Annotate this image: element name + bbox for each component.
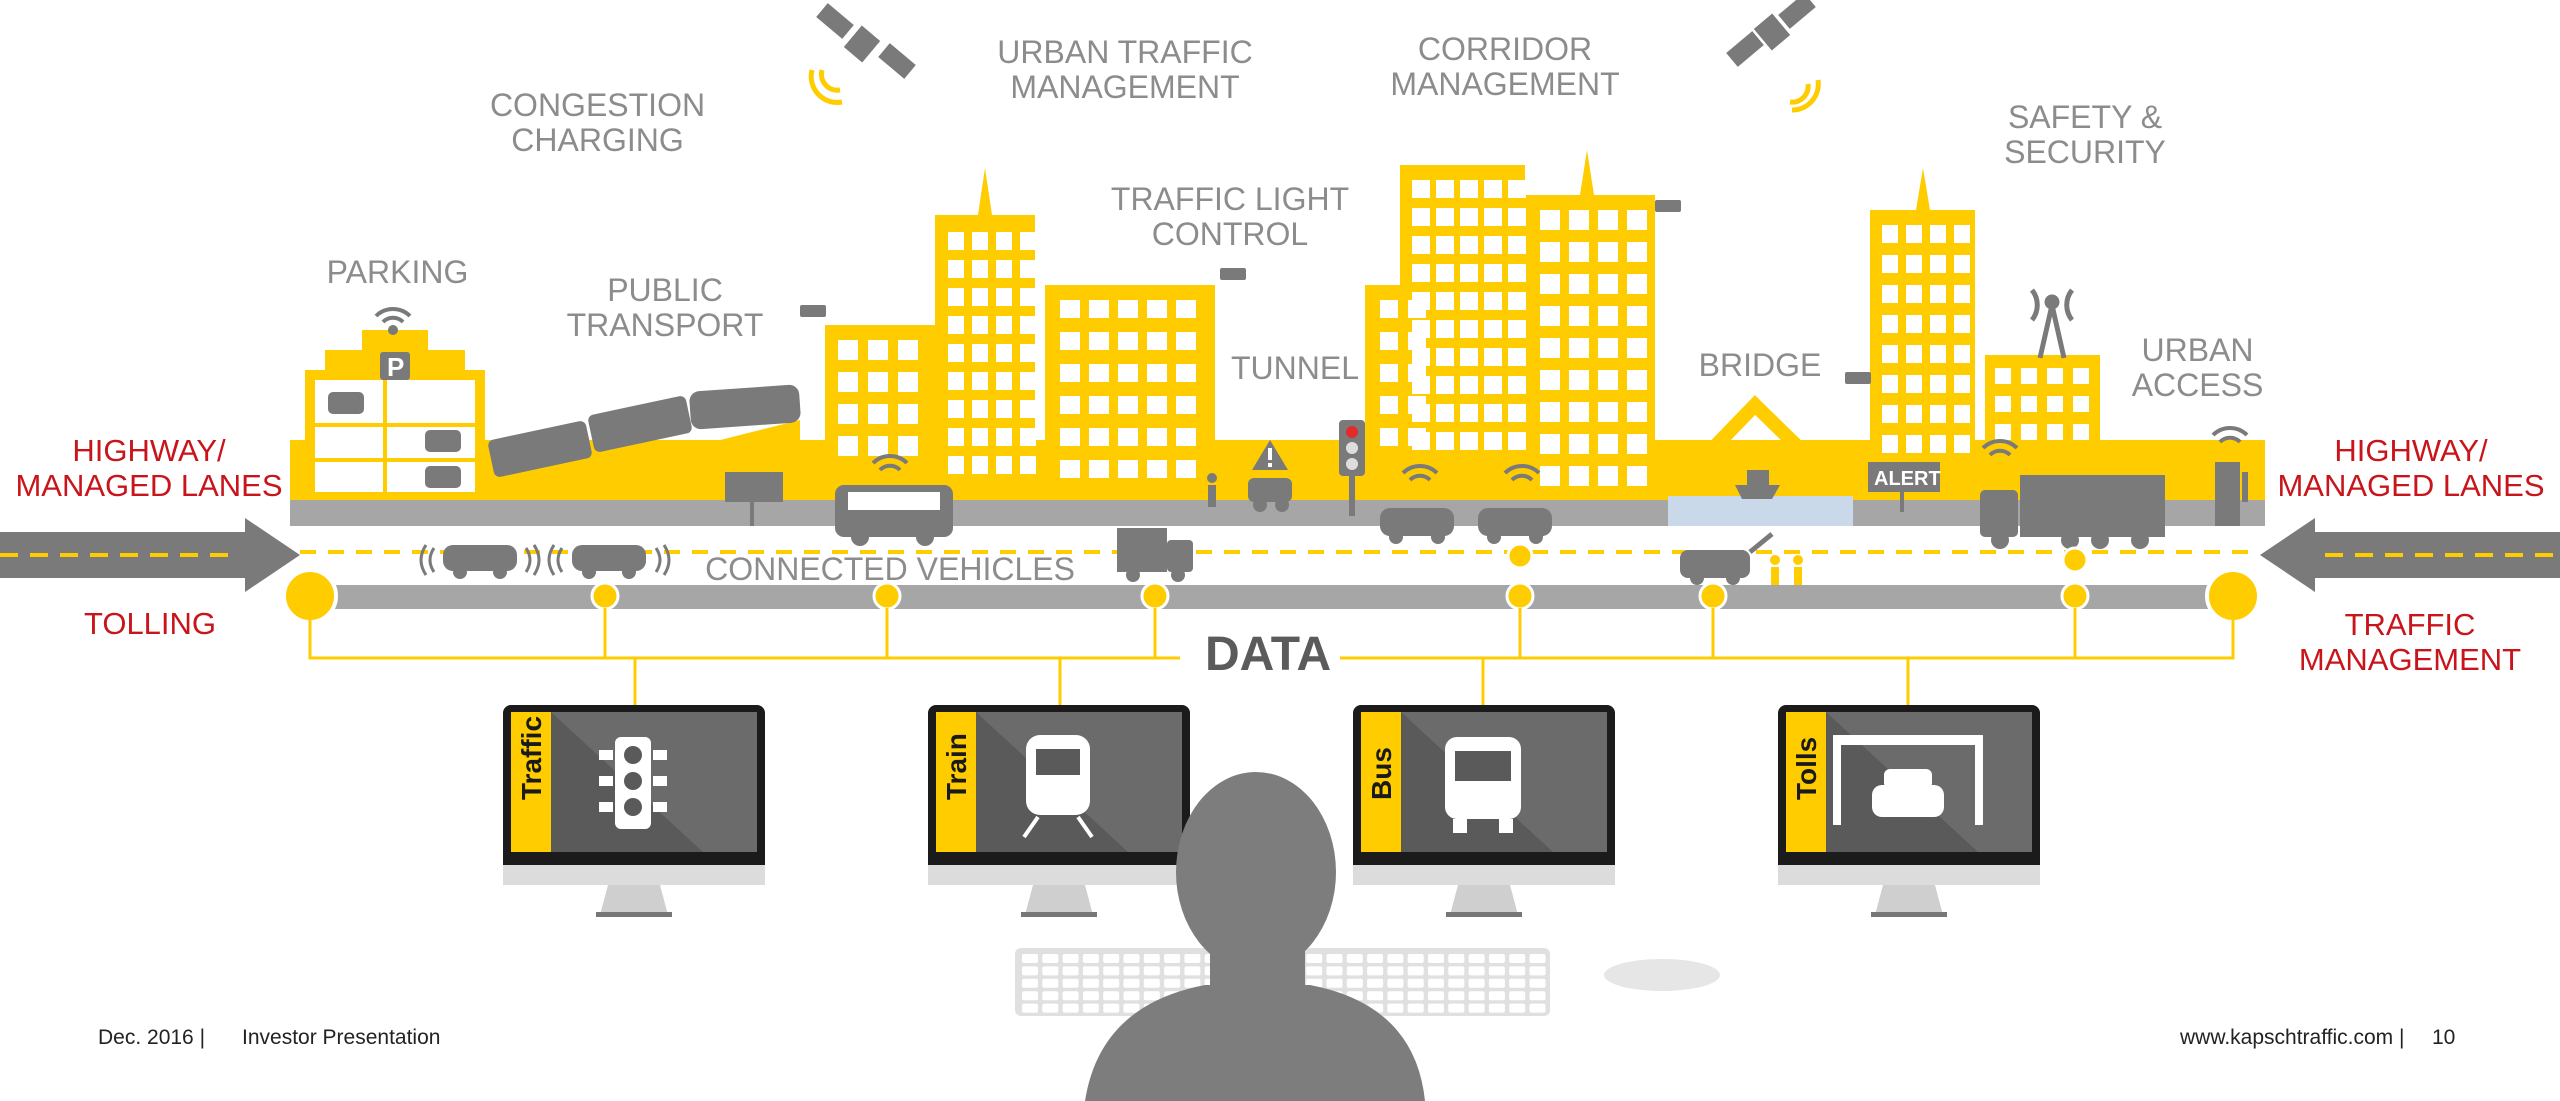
monitor-bus: Bus <box>1353 705 1615 917</box>
footer-url: www.kapschtraffic.com | <box>2180 1026 2405 1049</box>
train-icon <box>1022 735 1094 839</box>
data-bus <box>310 585 2245 609</box>
bus-icon <box>1445 737 1521 833</box>
label-traffic-management: TRAFFIC MANAGEMENT <box>2298 607 2522 677</box>
data-node <box>590 581 620 611</box>
label-traffic-light-control: TRAFFIC LIGHT CONTROL <box>1110 181 1350 252</box>
truck <box>1980 475 2165 549</box>
monitor-train: Train <box>928 705 1190 917</box>
highway-arrow-left <box>0 518 300 592</box>
label-data: DATA <box>1205 628 1332 681</box>
tow-truck-car <box>1680 532 1774 585</box>
alert-sign: ALERT <box>1868 462 1941 512</box>
car <box>1380 508 1552 544</box>
camera-icon <box>800 200 1871 384</box>
footer-title: Investor Presentation <box>242 1026 441 1049</box>
toll-gantry-car-icon <box>1833 735 1983 825</box>
warning-sign-icon <box>1252 440 1288 470</box>
parking-garage: P <box>305 330 485 498</box>
footer-date: Dec. 2016 | <box>98 1026 206 1049</box>
radio-tower-icon <box>2029 288 2075 359</box>
monitor-label: Tolls <box>1791 737 1822 800</box>
monitor-label: Traffic <box>516 716 547 800</box>
monitor-label: Train <box>941 733 972 800</box>
highway-arrow-right <box>2260 518 2560 592</box>
data-node-large <box>282 568 338 624</box>
svg-text:ALERT: ALERT <box>1874 468 1941 490</box>
building-windows <box>838 180 2089 486</box>
label-public-transport: PUBLIC TRANSPORT <box>566 272 764 343</box>
label-parking: PARKING <box>326 254 469 290</box>
label-tolling: TOLLING <box>83 606 217 641</box>
data-node <box>1505 581 1535 611</box>
monitor-label: Bus <box>1366 747 1397 800</box>
label-connected-vehicles: CONNECTED VEHICLES <box>705 551 1075 587</box>
label-safety-security: SAFETY & SECURITY <box>2004 99 2166 170</box>
accident-car <box>1248 478 1292 512</box>
label-highway-right: HIGHWAY/ MANAGED LANES <box>2277 433 2545 503</box>
delivery-van <box>1117 528 1193 582</box>
bus <box>835 485 953 546</box>
toll-gantry <box>725 472 783 526</box>
mouse <box>1604 959 1720 991</box>
building-cluster-right <box>1870 168 2100 500</box>
wifi-icon <box>1401 425 2249 482</box>
data-nodes <box>282 542 2261 624</box>
access-kiosk <box>2215 462 2248 526</box>
satellite-icon <box>1726 0 1821 113</box>
satellite-icon <box>808 3 916 105</box>
label-congestion-charging: CONGESTION CHARGING <box>489 87 706 158</box>
connected-car <box>443 545 646 579</box>
label-highway-left: HIGHWAY/ MANAGED LANES <box>15 433 283 503</box>
label-tunnel: TUNNEL <box>1230 350 1359 386</box>
data-bracket <box>308 608 2235 705</box>
data-node-large <box>2205 568 2261 624</box>
data-node <box>1698 581 1728 611</box>
data-node <box>1506 542 1534 570</box>
wifi-icon <box>374 306 412 335</box>
person-silhouette <box>1085 772 1425 1101</box>
train-on-ramp <box>488 384 801 498</box>
traffic-light-icon <box>599 737 667 829</box>
monitor-traffic: Traffic <box>503 705 765 917</box>
data-node <box>2061 546 2089 574</box>
data-node <box>2060 581 2090 611</box>
bridge <box>1659 395 1855 526</box>
people-icon <box>1770 555 1803 597</box>
pedestrian-icon <box>1207 473 1217 507</box>
monitor-tolls: Tolls <box>1778 705 2040 917</box>
label-corridor-management: CORRIDOR MANAGEMENT <box>1390 31 1620 102</box>
traffic-light <box>1339 420 1365 516</box>
svg-text:P: P <box>387 352 404 382</box>
monitor-group: Traffic Train Bus Tolls <box>503 705 2040 917</box>
signal-wave-icon <box>419 544 671 576</box>
label-urban-traffic-management: URBAN TRAFFIC MANAGEMENT <box>997 34 1253 105</box>
wifi-icon <box>871 453 909 472</box>
footer-page-number: 10 <box>2432 1026 2456 1049</box>
label-bridge: BRIDGE <box>1698 347 1822 383</box>
label-urban-access: URBAN ACCESS <box>2131 332 2264 403</box>
data-node <box>1140 581 1170 611</box>
